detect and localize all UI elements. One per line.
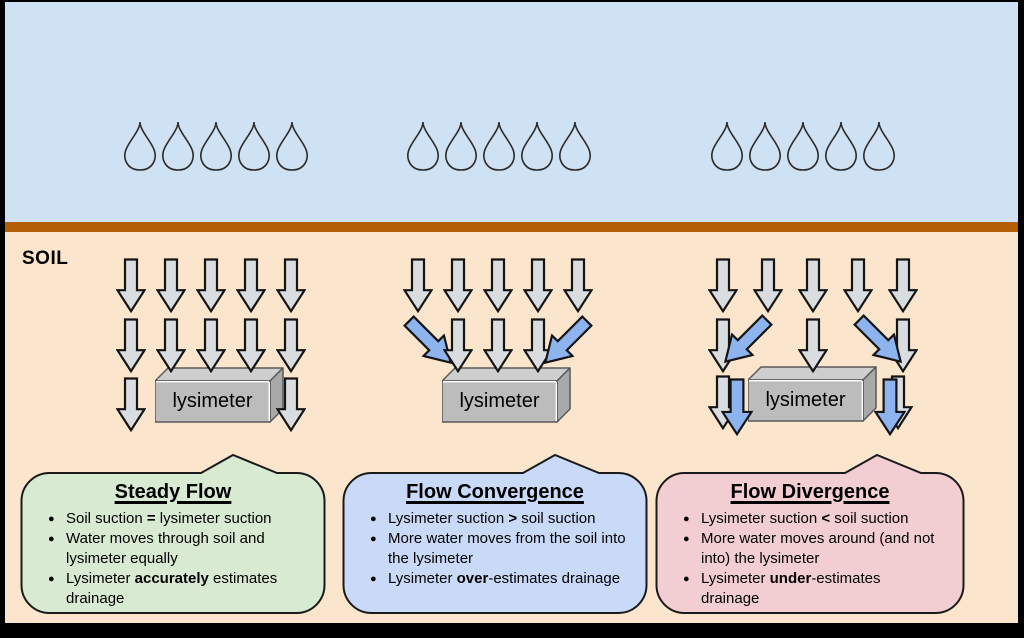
callout-steady-flow: Steady Flow ●Soil suction = lysimeter su… (20, 453, 326, 615)
callout-bullets: ●Lysimeter suction < soil suction ●More w… (681, 509, 943, 609)
bullet-dot-icon: ● (370, 513, 377, 525)
down-arrow-icon (116, 377, 146, 432)
down-arrow-icon (116, 258, 146, 313)
bullet-dot-icon: ● (48, 533, 55, 545)
down-arrow-icon (798, 258, 828, 313)
raindrop-icon (407, 121, 439, 171)
sky-region (5, 2, 1018, 222)
down-arrow-icon (403, 258, 433, 313)
callout-title: Flow Convergence (406, 481, 584, 503)
down-arrow-icon (276, 377, 306, 432)
raindrop-icon (200, 121, 232, 171)
lysimeter-3d-icon (155, 367, 284, 423)
soil-surface-line (5, 222, 1018, 232)
down-arrow-icon (888, 258, 918, 313)
blue-converging-arrow-icon (543, 315, 593, 365)
down-arrow-icon (523, 258, 553, 313)
lysimeter-box-steady: lysimeter (155, 367, 285, 424)
lysimeter-label: lysimeter (459, 390, 540, 412)
bullet-dot-icon: ● (683, 533, 690, 545)
rain-group (122, 120, 312, 172)
raindrop-icon (521, 121, 553, 171)
down-arrow-icon (798, 318, 828, 373)
down-arrow-icon (116, 318, 146, 373)
raindrop-icon (749, 121, 781, 171)
callout-title: Steady Flow (114, 481, 232, 503)
callout-flow-divergence: Flow Divergence ●Lysimeter suction < soi… (655, 453, 965, 615)
raindrop-icon (825, 121, 857, 171)
down-arrow-icon (443, 258, 473, 313)
raindrop-icon (711, 121, 743, 171)
raindrop-icon (483, 121, 515, 171)
blue-bypass-arrow-icon (721, 378, 753, 436)
blue-converging-arrow-icon (403, 315, 453, 365)
down-arrow-icon (276, 258, 306, 313)
down-arrow-icon (156, 318, 186, 373)
raindrop-icon (124, 121, 156, 171)
raindrop-icon (559, 121, 591, 171)
soil-label: SOIL (22, 248, 69, 269)
blue-diverging-arrow-icon (723, 314, 773, 364)
callout-bullets: ●Lysimeter suction > soil suction ●More w… (368, 509, 630, 589)
bullet-dot-icon: ● (48, 573, 55, 585)
raindrop-icon (445, 121, 477, 171)
callout-flow-convergence: Flow Convergence ●Lysimeter suction > so… (342, 453, 648, 615)
callout-bullet: ●More water moves around (and not into) … (683, 530, 935, 567)
lysimeter-flow-diagram: SOIL lysimeter lysimeter lysimeter Stead… (5, 2, 1018, 623)
callout-bullet: ●Lysimeter suction < soil suction (683, 510, 909, 527)
down-arrow-icon (443, 318, 473, 373)
rain-group (405, 120, 595, 172)
down-arrow-icon (843, 258, 873, 313)
bullet-dot-icon: ● (370, 533, 377, 545)
lysimeter-3d-icon (748, 366, 877, 422)
down-arrow-icon (708, 258, 738, 313)
callout-bullet: ●Lysimeter suction > soil suction (370, 510, 596, 527)
lysimeter-label: lysimeter (172, 390, 253, 412)
raindrop-icon (276, 121, 308, 171)
callout-bubble (655, 453, 965, 614)
callout-bullets: ●Soil suction = lysimeter suction ●Water … (46, 509, 308, 609)
raindrop-icon (787, 121, 819, 171)
callout-bubble (20, 453, 326, 614)
callout-title: Flow Divergence (730, 481, 890, 503)
callout-bullet: ●Lysimeter under-estimates drainage (683, 570, 881, 607)
bullet-dot-icon: ● (370, 573, 377, 585)
down-arrow-icon (236, 258, 266, 313)
callout-bullet: ●Soil suction = lysimeter suction (48, 510, 272, 527)
rain-group (709, 120, 899, 172)
callout-bullet: ●Lysimeter over-estimates drainage (370, 570, 621, 587)
down-arrow-icon (483, 258, 513, 313)
callout-bullet: ●Lysimeter accurately estimates drainage (48, 570, 278, 607)
down-arrow-icon (196, 318, 226, 373)
callout-bubble (342, 453, 648, 614)
bullet-dot-icon: ● (683, 573, 690, 585)
raindrop-icon (238, 121, 270, 171)
down-arrow-icon (563, 258, 593, 313)
down-arrow-icon (483, 318, 513, 373)
lysimeter-label: lysimeter (765, 389, 846, 411)
raindrop-icon (162, 121, 194, 171)
raindrop-icon (863, 121, 895, 171)
blue-diverging-arrow-icon (853, 314, 903, 364)
bullet-dot-icon: ● (48, 513, 55, 525)
callout-bullet: ●More water moves from the soil into the… (370, 530, 626, 567)
down-arrow-icon (236, 318, 266, 373)
down-arrow-icon (753, 258, 783, 313)
bullet-dot-icon: ● (683, 513, 690, 525)
blue-bypass-arrow-icon (874, 378, 906, 436)
down-arrow-icon (276, 318, 306, 373)
lysimeter-box-divergence: lysimeter (748, 366, 878, 423)
down-arrow-icon (156, 258, 186, 313)
down-arrow-icon (196, 258, 226, 313)
callout-bullet: ●Water moves through soil and lysimeter … (48, 530, 265, 567)
lysimeter-box-convergence: lysimeter (442, 367, 572, 424)
